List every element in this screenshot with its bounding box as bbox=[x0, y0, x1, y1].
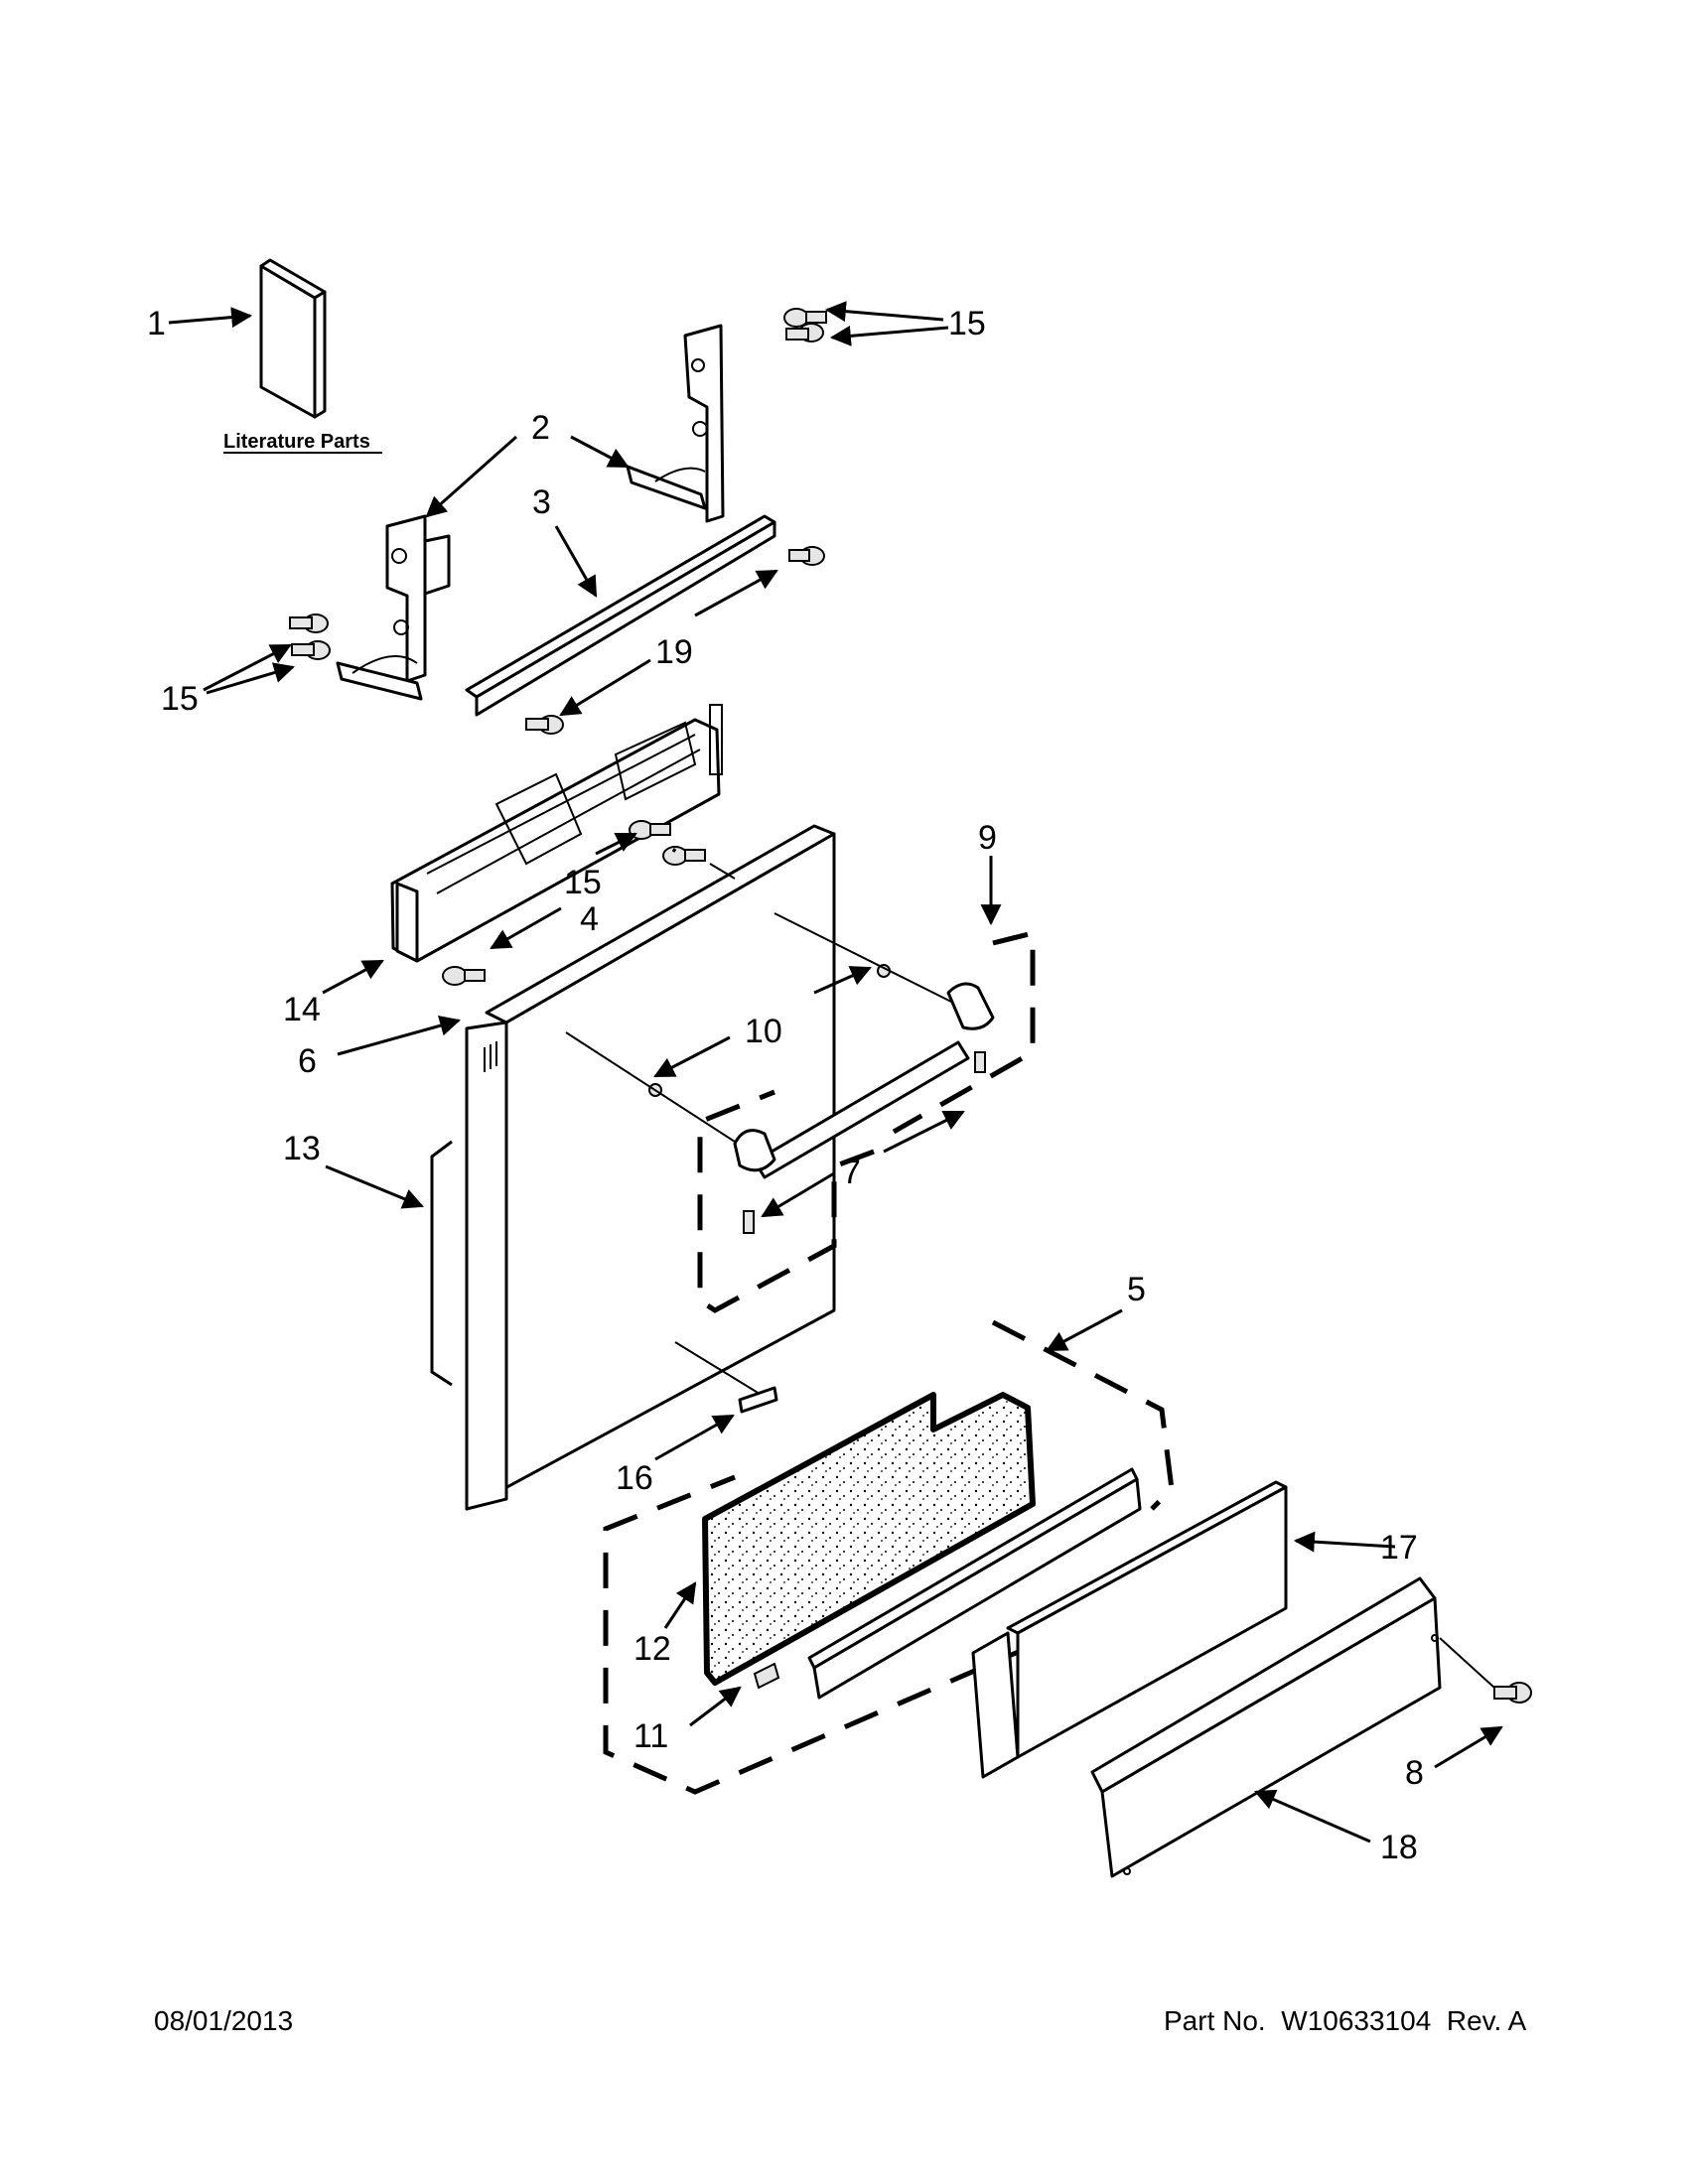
callout-8: 8 bbox=[1405, 1754, 1424, 1792]
door-vent-slots bbox=[484, 1041, 497, 1072]
callout-9: 9 bbox=[978, 819, 997, 857]
callout-7: 7 bbox=[842, 1154, 861, 1191]
callout-12: 12 bbox=[633, 1630, 671, 1668]
handle-kit-boundary bbox=[697, 929, 1036, 1313]
panel-clip bbox=[674, 1341, 778, 1414]
mounting-strip bbox=[807, 1467, 1142, 1700]
literature-label: Literature Parts bbox=[223, 431, 370, 453]
callout-13: 13 bbox=[283, 1130, 321, 1167]
handle-spacer bbox=[743, 1051, 986, 1234]
screw bbox=[291, 640, 331, 660]
screw bbox=[783, 308, 827, 328]
screw bbox=[629, 820, 671, 840]
door-handle bbox=[565, 912, 995, 1179]
toe-kick-bracket bbox=[1090, 1576, 1442, 1878]
callout-1: 1 bbox=[147, 305, 166, 342]
control-console-assembly bbox=[390, 704, 723, 963]
callout-2: 2 bbox=[531, 409, 550, 447]
toe-kick-panel bbox=[971, 1480, 1288, 1779]
footer-date: 08/01/2013 bbox=[154, 2005, 294, 2036]
screw bbox=[788, 546, 825, 566]
right-hinge-bracket bbox=[626, 324, 725, 523]
part-number: W10633104 bbox=[1281, 2005, 1432, 2036]
callout-10: 10 bbox=[745, 1013, 782, 1050]
callout-4: 4 bbox=[580, 900, 599, 938]
leader-lines bbox=[168, 301, 1503, 1843]
left-hinge-bracket bbox=[336, 514, 451, 701]
callout-15-mid: 15 bbox=[564, 864, 602, 901]
callout-17: 17 bbox=[1380, 1529, 1418, 1567]
literature-book bbox=[259, 258, 327, 419]
part-label: Part No. bbox=[1164, 2005, 1266, 2036]
callout-14: 14 bbox=[283, 991, 321, 1028]
callout-19: 19 bbox=[655, 633, 693, 671]
callout-15-top: 15 bbox=[948, 305, 986, 342]
toe-panel-kit-boundary bbox=[603, 1319, 1175, 1795]
callout-3: 3 bbox=[532, 483, 551, 521]
screw bbox=[525, 715, 564, 735]
outer-door-panel bbox=[465, 824, 836, 1511]
callout-6: 6 bbox=[298, 1042, 317, 1080]
door-gasket bbox=[430, 1140, 453, 1387]
callout-16: 16 bbox=[616, 1459, 653, 1497]
screw bbox=[442, 966, 486, 986]
strip-clip bbox=[753, 1662, 780, 1690]
screw bbox=[785, 323, 824, 342]
screw bbox=[1493, 1682, 1532, 1704]
insulation-pad bbox=[702, 1392, 1036, 1686]
revision: Rev. A bbox=[1446, 2005, 1527, 2036]
top-brace bbox=[465, 514, 776, 717]
callout-18: 18 bbox=[1380, 1829, 1418, 1866]
screw bbox=[662, 846, 706, 866]
callouts: 1 2 3 4 5 6 7 8 9 10 11 12 13 14 15 15 1… bbox=[147, 305, 1424, 1866]
callout-5: 5 bbox=[1127, 1271, 1146, 1308]
callout-11: 11 bbox=[633, 1717, 668, 1755]
footer-part-number: Part No. W10633104 Rev. A bbox=[1164, 2005, 1526, 2037]
screw bbox=[289, 614, 329, 633]
callout-15-left: 15 bbox=[161, 680, 199, 718]
